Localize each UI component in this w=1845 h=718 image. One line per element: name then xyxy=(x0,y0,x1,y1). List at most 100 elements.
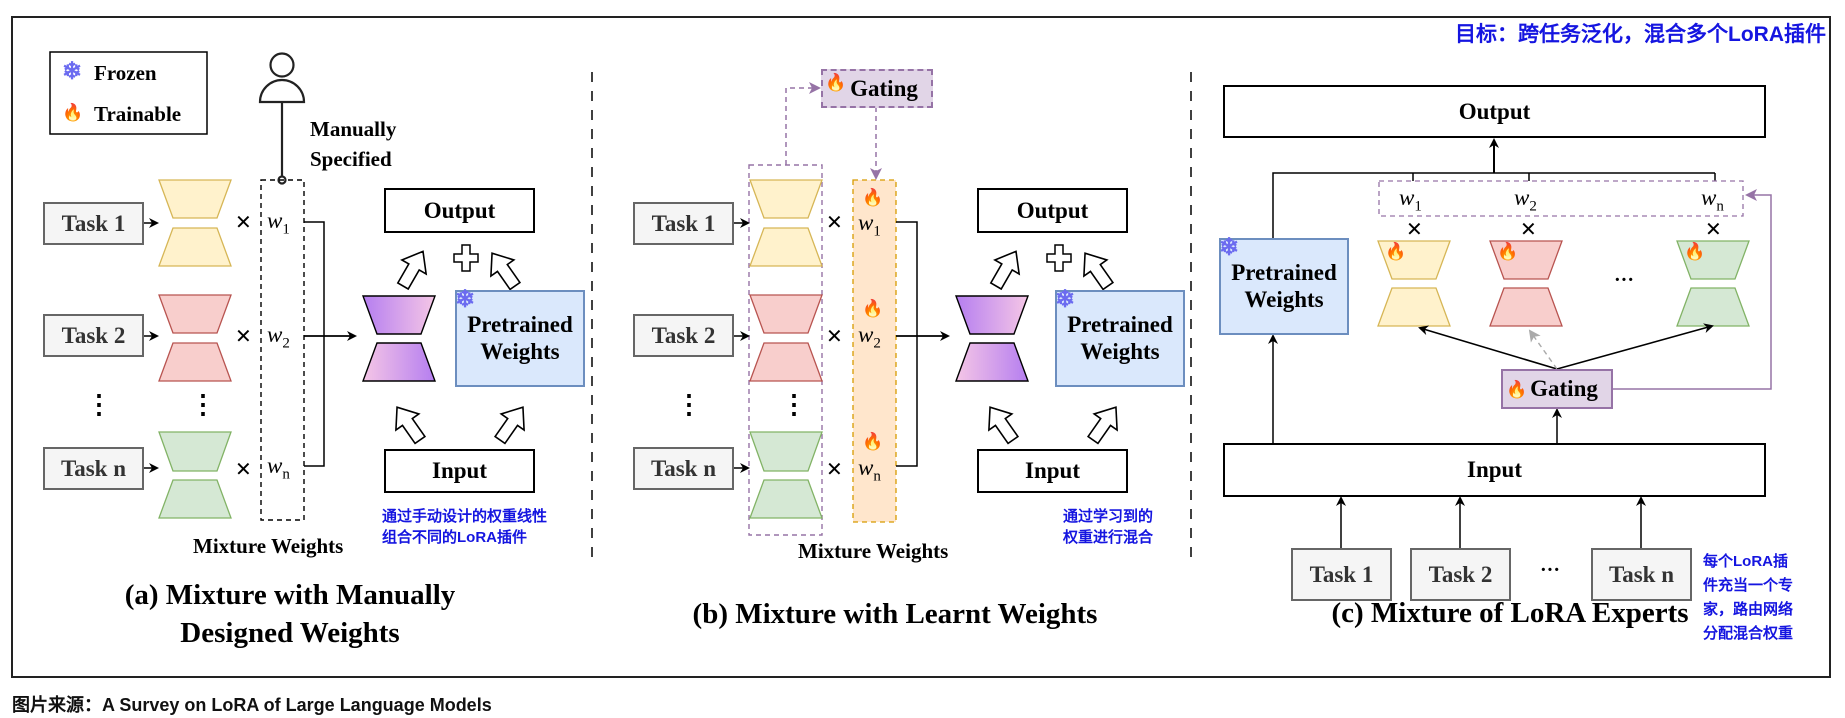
hollow-arrow-pretrained-to-output-b xyxy=(1072,244,1121,295)
gating-box-c: 🔥 Gating xyxy=(1501,369,1613,409)
mixture-weights-label: Mixture Weights xyxy=(193,534,344,558)
fire-icon: 🔥 xyxy=(862,188,884,207)
lora-module-n-b xyxy=(749,431,823,519)
hollow-arrow-input-to-pretrained-b xyxy=(1080,398,1129,449)
legend-frozen-label: Frozen xyxy=(94,61,157,85)
pretrained-weights-box-c: Pretrained Weights xyxy=(1219,238,1349,335)
experts-ellipsis: ··· xyxy=(1614,269,1635,291)
fire-icon: 🔥 xyxy=(825,73,847,92)
hollow-arrow-lora-to-output-b xyxy=(983,243,1029,294)
input-box: Input xyxy=(384,449,535,493)
multiply-icon: ✕ xyxy=(235,457,252,481)
annotation-c-line4: 分配混合权重 xyxy=(1703,625,1794,642)
output-box: Output xyxy=(384,188,535,233)
figure-frame xyxy=(11,16,1831,678)
hollow-arrow-input-to-lora xyxy=(384,398,433,449)
annotation-a-line2: 组合不同的LoRA插件 xyxy=(382,529,527,546)
task-vdots: ⋮ xyxy=(86,390,112,419)
annotation-a: 通过手动设计的权重线性 组合不同的LoRA插件 xyxy=(382,506,547,548)
caption-a-line1: (a) Mixture with Manually xyxy=(124,579,456,611)
weight-w1-b: w1 xyxy=(858,210,881,240)
learnt-weights-box xyxy=(852,179,897,523)
pretrained-line2-b: Weights xyxy=(1080,338,1160,364)
weights-connector xyxy=(304,221,325,467)
task-vdots-b: ⋮ xyxy=(676,390,702,419)
annotation-b-line1: 通过学习到的 xyxy=(1063,508,1154,525)
pretrained-line1-b: Pretrained xyxy=(1067,312,1173,338)
fire-icon: 🔥 xyxy=(62,103,84,122)
weight-w1-c: w1 xyxy=(1399,185,1422,215)
task-n-box: Task n xyxy=(43,447,144,490)
multiply-icon: ✕ xyxy=(235,324,252,348)
pretrained-line2: Weights xyxy=(480,338,560,364)
gating-to-weights-path xyxy=(1612,189,1772,390)
multiply-icon: ✕ xyxy=(1406,217,1423,241)
lora-module-2-b xyxy=(749,294,823,382)
annotation-a-line1: 通过手动设计的权重线性 xyxy=(382,508,548,525)
fire-icon: 🔥 xyxy=(1385,242,1407,261)
snowflake-icon: ❄ xyxy=(1055,287,1076,313)
tasks-ellipsis: ··· xyxy=(1540,559,1561,581)
hollow-arrow-lora-to-output xyxy=(390,243,436,294)
route-to-expert-2 xyxy=(1528,329,1558,370)
multiply-icon: ✕ xyxy=(1520,217,1537,241)
weight-w1: w1 xyxy=(267,208,290,238)
fire-icon: 🔥 xyxy=(862,299,884,318)
pretrained-line1: Pretrained xyxy=(467,312,573,338)
lora-module-1 xyxy=(158,179,232,267)
pretrained-line1-c: Pretrained xyxy=(1231,260,1337,286)
lora-vdots-b: ⋮ xyxy=(781,390,807,419)
lora-module-n xyxy=(158,431,232,519)
output-bus xyxy=(1272,172,1715,238)
arrow-lora-to-gating xyxy=(785,82,821,165)
weight-wn-b: wn xyxy=(858,455,881,485)
output-box-b: Output xyxy=(977,188,1128,233)
expert-weights-box xyxy=(1378,180,1744,217)
person-icon xyxy=(258,52,306,185)
multiply-icon: ✕ xyxy=(826,457,843,481)
task-1-box-c: Task 1 xyxy=(1291,548,1392,601)
annotation-c-line2: 件充当一个专 xyxy=(1703,577,1794,594)
annotation-c-line3: 家，路由网络 xyxy=(1703,601,1794,618)
lora-vdots: ⋮ xyxy=(190,390,216,419)
weight-w2-c: w2 xyxy=(1514,185,1537,215)
route-to-expert-n xyxy=(1556,323,1714,370)
multiply-icon: ✕ xyxy=(1705,217,1722,241)
caption-c: (c) Mixture of LoRA Experts xyxy=(1331,597,1689,629)
mixture-weights-box xyxy=(260,179,305,521)
expert-n xyxy=(1676,240,1750,327)
multiply-icon: ✕ xyxy=(826,324,843,348)
plus-icon xyxy=(453,244,479,272)
annotation-b: 通过学习到的 权重进行混合 xyxy=(1063,506,1153,548)
expert-1 xyxy=(1377,240,1451,327)
multiply-icon: ✕ xyxy=(235,210,252,234)
caption-a-line2: Designed Weights xyxy=(180,617,400,649)
task-1-box-b: Task 1 xyxy=(633,202,734,245)
task-2-box-c: Task 2 xyxy=(1410,548,1511,601)
plus-icon-b xyxy=(1046,244,1072,272)
manual-label-line2: Specified xyxy=(310,147,392,171)
caption-b: (b) Mixture with Learnt Weights xyxy=(692,598,1098,630)
input-box-b: Input xyxy=(977,449,1128,493)
manually-specified-label: Manually Specified xyxy=(310,114,396,174)
weight-w2: w2 xyxy=(267,322,290,352)
expert-2 xyxy=(1489,240,1563,327)
manual-label-line1: Manually xyxy=(310,117,397,141)
weights-connector-b xyxy=(896,221,918,467)
output-box-c: Output xyxy=(1223,85,1766,138)
annotation-c-line1: 每个LoRA插 xyxy=(1703,553,1788,570)
task-1-box: Task 1 xyxy=(43,202,144,245)
mixture-weights-label-b: Mixture Weights xyxy=(798,539,949,563)
pretrained-weights-box-b: Pretrained Weights xyxy=(1055,290,1185,387)
fire-icon: 🔥 xyxy=(1506,380,1528,399)
weight-wn-c: wn xyxy=(1701,185,1724,215)
weight-wn: wn xyxy=(267,453,290,483)
input-box-c: Input xyxy=(1223,443,1766,497)
hollow-arrow-input-to-pretrained xyxy=(487,398,536,449)
pretrained-weights-box: Pretrained Weights xyxy=(455,290,585,387)
gating-box-b: 🔥 Gating xyxy=(821,69,933,108)
pretrained-line2-c: Weights xyxy=(1244,286,1324,312)
fire-icon: 🔥 xyxy=(1497,242,1519,261)
source-line: 图片来源：A Survey on LoRA of Large Language … xyxy=(12,695,492,715)
annotation-c: 每个LoRA插 件充当一个专 家，路由网络 分配混合权重 xyxy=(1703,550,1793,646)
